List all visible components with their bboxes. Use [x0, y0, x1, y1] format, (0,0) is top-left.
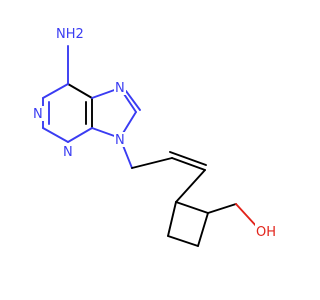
bond-cb1-cb2 [175, 201, 209, 214]
hydroxyl-label: OH [256, 225, 276, 240]
bond-n7-c8-double [125, 90, 141, 111]
n7-label: N [115, 81, 125, 96]
bond-c4-n3 [67, 127, 93, 143]
bond-n1-c6 [42, 83, 69, 99]
bond-c6-c5 [67, 83, 93, 99]
linker-chain [119, 137, 207, 171]
molecule-structure: NH2 N N N N OH [32, 25, 277, 247]
bond-ch2-ch [131, 157, 173, 169]
bond-cb2-cb3 [197, 212, 209, 247]
n9-label: N [115, 133, 125, 148]
n1-label: N [33, 107, 43, 122]
atom-labels: NH2 N N N N OH [32, 25, 277, 240]
amine-label: NH2 [56, 27, 84, 42]
bond-ch2-oh [235, 203, 259, 229]
bond-n3-c2 [42, 127, 69, 143]
pyrimidine-ring [42, 83, 93, 143]
bond-ch-exocyclic-double-2 [169, 151, 207, 166]
n3-label: N [63, 145, 73, 160]
bond-ch-exocyclic-double [171, 157, 206, 171]
bond-ring-ch2oh [207, 203, 237, 214]
bond-cb3-cb4 [167, 235, 199, 247]
cyclobutane-ring [167, 169, 209, 247]
bond-exocyclic-to-ring [175, 169, 206, 203]
bond-cb4-cb1 [167, 201, 177, 237]
